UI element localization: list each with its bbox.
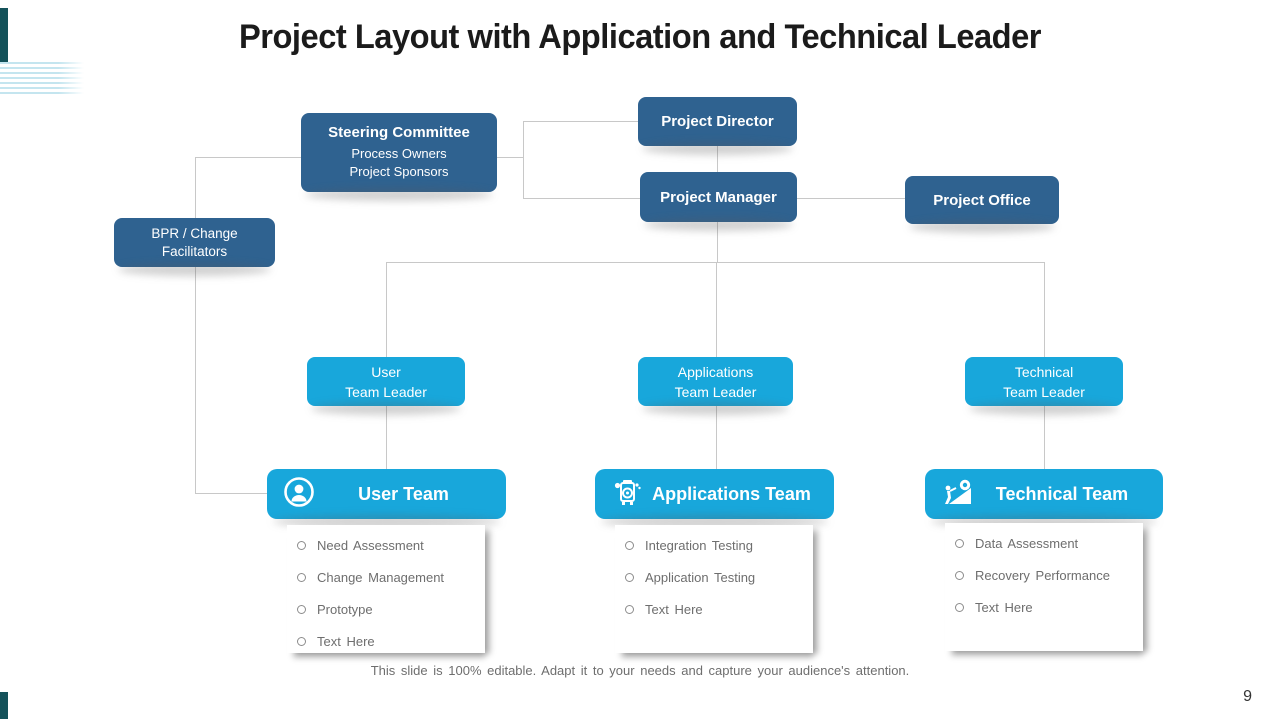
node-project-office: Project Office xyxy=(905,176,1059,224)
connector-line xyxy=(497,157,523,158)
list-item: Text Here xyxy=(297,625,485,657)
node-steering-committee: Steering Committee Process Owners Projec… xyxy=(301,113,497,192)
connector-line xyxy=(717,222,718,262)
node-applications-team-leader: Applications Team Leader xyxy=(638,357,793,406)
footer-note: This slide is 100% editable. Adapt it to… xyxy=(370,663,910,678)
circle-bullet-icon xyxy=(297,604,306,614)
list-item-text: Data Assessment xyxy=(975,535,1079,551)
connector-line xyxy=(523,121,524,198)
team-bar-label: Applications Team xyxy=(652,483,811,504)
node-line: Applications xyxy=(677,363,754,380)
list-item-text: Text Here xyxy=(317,633,375,649)
node-label: Project Office xyxy=(933,191,1031,209)
list-item-text: Recovery Performance xyxy=(975,567,1110,583)
list-item-text: Need Assessment xyxy=(317,537,424,553)
list-item-text: Prototype xyxy=(317,601,373,617)
list-item: Change Management xyxy=(297,561,485,593)
circle-bullet-icon xyxy=(955,570,964,580)
user-team-list: Need Assessment Change Management Protot… xyxy=(287,525,485,653)
circle-bullet-icon xyxy=(625,604,634,614)
list-item-text: Change Management xyxy=(317,569,445,585)
team-bar-label: Technical Team xyxy=(995,483,1129,504)
list-item-text: Text Here xyxy=(645,601,703,617)
team-bar-applications-team: Applications Team xyxy=(595,469,834,519)
page-title: Project Layout with Application and Tech… xyxy=(238,18,1042,56)
team-bar-label: User Team xyxy=(358,483,449,504)
machine-with-gears-icon xyxy=(611,476,643,513)
list-item: Need Assessment xyxy=(297,529,485,561)
list-item: Text Here xyxy=(625,593,813,625)
list-item: Integration Testing xyxy=(625,529,813,561)
node-project-director: Project Director xyxy=(638,97,797,146)
connector-line xyxy=(523,198,640,199)
team-bar-user-team: User Team xyxy=(267,469,506,519)
technical-team-list: Data Assessment Recovery Performance Tex… xyxy=(945,523,1143,651)
list-item: Text Here xyxy=(955,591,1143,623)
circle-bullet-icon xyxy=(297,636,306,646)
list-item-text: Text Here xyxy=(975,599,1033,615)
connector-line xyxy=(717,146,718,172)
connector-line xyxy=(797,198,905,199)
node-project-manager: Project Manager xyxy=(640,172,797,222)
node-line: Team Leader xyxy=(674,383,757,400)
node-label: Project Director xyxy=(661,113,774,130)
person-pushing-gear-icon xyxy=(941,476,975,513)
node-technical-team-leader: Technical Team Leader xyxy=(965,357,1123,406)
circle-bullet-icon xyxy=(625,572,634,582)
node-line: Technical xyxy=(1014,363,1074,380)
circle-bullet-icon xyxy=(955,538,964,548)
circle-bullet-icon xyxy=(297,540,306,550)
list-item: Recovery Performance xyxy=(955,559,1143,591)
list-item-text: Integration Testing xyxy=(645,537,753,553)
node-line: Team Leader xyxy=(345,383,427,400)
applications-team-list: Integration Testing Application Testing … xyxy=(615,525,813,653)
stripe-decoration xyxy=(0,62,84,96)
node-line: Facilitators xyxy=(161,243,228,259)
circle-bullet-icon xyxy=(955,602,964,612)
connector-line xyxy=(195,493,267,494)
user-in-circle-icon xyxy=(283,476,315,513)
node-bpr-change-facilitators: BPR / Change Facilitators xyxy=(114,218,275,267)
connector-line xyxy=(195,157,196,493)
list-item: Data Assessment xyxy=(955,527,1143,559)
list-item-text: Application Testing xyxy=(645,569,756,585)
list-item: Prototype xyxy=(297,593,485,625)
team-bar-technical-team: Technical Team xyxy=(925,469,1163,519)
node-line: Team Leader xyxy=(1003,383,1085,400)
node-user-team-leader: User Team Leader xyxy=(307,357,465,406)
node-line: User xyxy=(371,363,401,380)
list-item: Application Testing xyxy=(625,561,813,593)
node-line: BPR / Change xyxy=(151,225,238,241)
circle-bullet-icon xyxy=(625,540,634,550)
node-subline: Project Sponsors xyxy=(349,164,449,179)
circle-bullet-icon xyxy=(297,572,306,582)
page-number: 9 xyxy=(1243,688,1252,705)
connector-line xyxy=(386,262,1044,263)
left-accent-bar-bottom xyxy=(0,692,8,719)
node-label: Project Manager xyxy=(660,188,777,206)
node-subline: Process Owners xyxy=(351,146,447,161)
left-accent-bar-top xyxy=(0,8,8,64)
node-title: Steering Committee xyxy=(328,124,470,141)
connector-line xyxy=(195,157,301,158)
connector-line xyxy=(523,121,638,122)
